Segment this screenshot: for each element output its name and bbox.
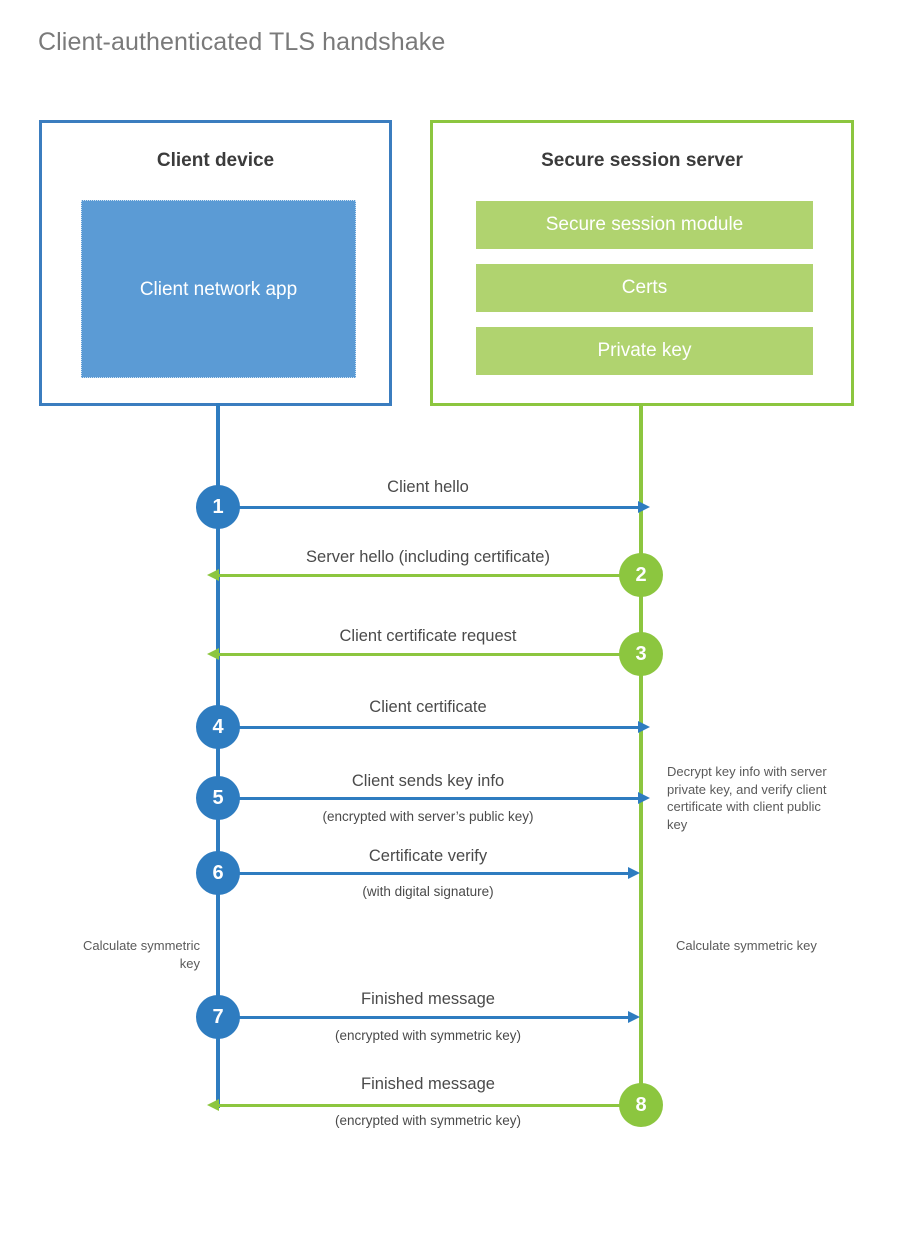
client-lifeline (216, 403, 220, 1108)
arrowhead-left-icon (207, 569, 219, 581)
step-circle-2: 2 (619, 553, 663, 597)
message-sublabel-7: (encrypted with symmetric key) (334, 1028, 522, 1043)
message-arrow-5 (218, 792, 650, 804)
step-circle-8: 8 (619, 1083, 663, 1127)
secure-session-server-title: Secure session server (541, 150, 743, 171)
note-calculate-symmetric-key-client: Calculate symmetric key (82, 938, 200, 971)
message-sublabel-6: (with digital signature) (362, 884, 494, 899)
arrowhead-right-icon (628, 1011, 640, 1023)
server-component-secure-session-module: Secure session module (476, 201, 813, 249)
message-label-5: Client sends key info (351, 772, 505, 790)
arrowhead-left-icon (207, 1099, 219, 1111)
step-circle-6: 6 (196, 851, 240, 895)
message-arrow-7 (218, 1011, 640, 1023)
step-circle-3: 3 (619, 632, 663, 676)
message-label-3: Client certificate request (339, 627, 517, 645)
message-arrow-4 (218, 721, 650, 733)
arrowhead-right-icon (638, 501, 650, 513)
client-network-app-block: Client network app (81, 200, 356, 378)
step-circle-1: 1 (196, 485, 240, 529)
message-arrow-6 (218, 867, 640, 879)
message-label-6: Certificate verify (368, 847, 488, 865)
arrowhead-left-icon (207, 648, 219, 660)
message-sublabel-8: (encrypted with symmetric key) (334, 1113, 522, 1128)
message-label-7: Finished message (361, 990, 495, 1008)
page-title: Client-authenticated TLS handshake (38, 28, 446, 56)
message-arrow-3 (207, 648, 639, 660)
server-component-private-key: Private key (476, 327, 813, 375)
client-network-app-label: Client network app (139, 278, 298, 300)
message-label-1: Client hello (387, 478, 469, 496)
message-sublabel-5: (encrypted with server’s public key) (322, 809, 534, 824)
arrowhead-right-icon (638, 721, 650, 733)
note-decrypt-key-info: Decrypt key info with server private key… (667, 764, 827, 832)
message-arrow-8 (207, 1099, 639, 1111)
step-circle-7: 7 (196, 995, 240, 1039)
message-arrow-2 (207, 569, 639, 581)
client-device-box: Client device Client network app (39, 120, 392, 406)
step-circle-4: 4 (196, 705, 240, 749)
server-lifeline (639, 403, 643, 1108)
message-label-2: Server hello (including certificate) (306, 548, 550, 566)
client-device-title: Client device (156, 150, 275, 171)
message-label-8: Finished message (361, 1075, 495, 1093)
server-component-certs: Certs (476, 264, 813, 312)
message-arrow-1 (218, 501, 650, 513)
message-label-4: Client certificate (369, 698, 487, 716)
note-calculate-symmetric-key-server: Calculate symmetric key (676, 938, 817, 953)
step-circle-5: 5 (196, 776, 240, 820)
arrowhead-right-icon (628, 867, 640, 879)
secure-session-server-box: Secure session server Secure session mod… (430, 120, 854, 406)
arrowhead-right-icon (638, 792, 650, 804)
